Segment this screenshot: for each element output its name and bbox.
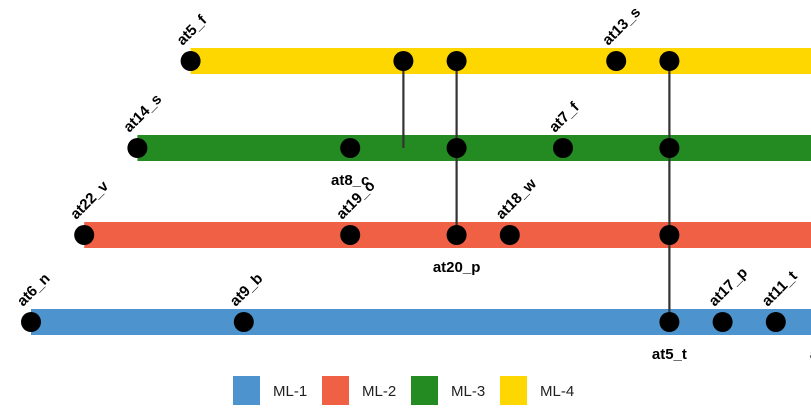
legend-swatch xyxy=(322,376,349,405)
node-label: at9_b xyxy=(227,270,267,310)
legend-label: ML-1 xyxy=(273,383,307,400)
node-label: at1_e xyxy=(810,346,811,363)
node xyxy=(446,51,467,71)
node xyxy=(180,51,201,71)
layer-bar-ml-1 xyxy=(31,309,811,335)
node xyxy=(393,51,414,71)
node-label: at18_w xyxy=(493,175,541,223)
layer-bars xyxy=(31,48,811,335)
node xyxy=(606,51,627,71)
node xyxy=(74,225,95,245)
node-label: at22_v xyxy=(67,177,113,223)
layer-bar-ml-4 xyxy=(190,48,811,74)
node xyxy=(446,225,467,245)
nodes xyxy=(21,51,786,332)
node-label: at20_p xyxy=(433,259,481,276)
node-label: at5_t xyxy=(652,346,687,363)
legend-label: ML-2 xyxy=(362,383,396,400)
node xyxy=(553,138,573,158)
node-label: at8_c xyxy=(331,172,369,189)
node xyxy=(659,51,680,71)
node xyxy=(499,225,520,245)
node xyxy=(659,312,680,332)
legend-label: ML-4 xyxy=(540,383,574,400)
legend-swatch xyxy=(411,376,438,405)
node xyxy=(21,312,41,332)
node-label: at14_s xyxy=(120,91,165,136)
legend-swatch xyxy=(500,376,527,405)
node-label: at13_s xyxy=(599,4,644,49)
node xyxy=(712,312,733,332)
layer-bar-ml-3 xyxy=(137,135,811,161)
interlayer-connectors xyxy=(402,61,671,322)
node-label: at5_f xyxy=(173,11,210,48)
legend-label: ML-3 xyxy=(451,383,485,400)
node-label: at11_t xyxy=(759,268,801,310)
legend-swatch xyxy=(233,376,260,405)
node xyxy=(765,312,786,332)
node xyxy=(233,312,254,332)
legend: ML-1 ML-2 ML-3 ML-4 xyxy=(233,376,574,405)
node-label: at7_f xyxy=(546,98,583,135)
node xyxy=(446,138,467,158)
node xyxy=(340,225,361,245)
node xyxy=(659,138,680,158)
node-label: at6_n xyxy=(14,270,54,310)
node-label: at17_p xyxy=(705,264,751,310)
node xyxy=(127,138,148,158)
node xyxy=(659,225,680,245)
node xyxy=(340,138,361,158)
